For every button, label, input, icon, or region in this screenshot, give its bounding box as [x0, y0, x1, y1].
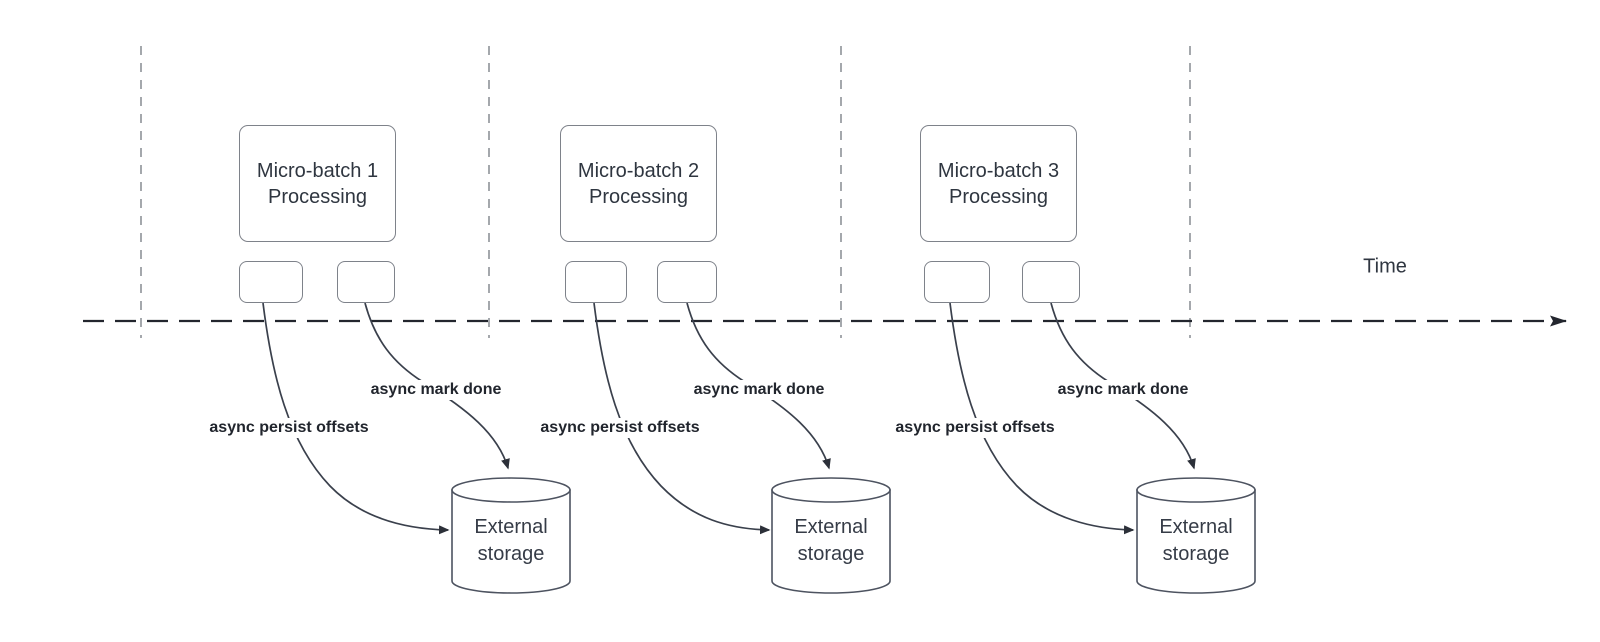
- persist-offsets-task-box-2: [565, 261, 627, 303]
- persist-offsets-label-3: async persist offsets: [892, 418, 1058, 438]
- persist-offsets-label-2: async persist offsets: [537, 418, 703, 438]
- time-axis-label: Time: [1363, 255, 1407, 278]
- mark-done-task-box-3: [1022, 261, 1080, 303]
- mark-done-label-1: async mark done: [367, 380, 505, 400]
- persist-offsets-task-box-1: [239, 261, 303, 303]
- persist-offsets-arrow-2: [593, 302, 771, 535]
- storage-cylinder-3: [1136, 477, 1256, 594]
- external-storage-label-3: External storage: [1159, 516, 1233, 565]
- storage-cylinder-2: [771, 477, 891, 594]
- persist-offsets-task-box-3: [924, 261, 990, 303]
- external-storage-label-1: External storage: [474, 516, 548, 565]
- mark-done-label-3: async mark done: [1054, 380, 1192, 400]
- storage-cylinder-1: [451, 477, 571, 594]
- external-storage-label-2: External storage: [794, 516, 868, 565]
- persist-offsets-arrow-1: [262, 302, 450, 535]
- persist-offsets-arrow-3: [949, 302, 1135, 535]
- mark-done-task-box-1: [337, 261, 395, 303]
- persist-offsets-label-1: async persist offsets: [206, 418, 372, 438]
- mark-done-label-2: async mark done: [690, 380, 828, 400]
- micro-batch-box-3: Micro-batch 3 Processing: [920, 125, 1077, 242]
- micro-batch-box-2-label: Micro-batch 2 Processing: [577, 159, 700, 208]
- micro-batch-box-1-label: Micro-batch 1 Processing: [256, 159, 379, 208]
- micro-batch-box-2: Micro-batch 2 Processing: [560, 125, 717, 242]
- micro-batch-box-3-label: Micro-batch 3 Processing: [937, 159, 1060, 208]
- mark-done-task-box-2: [657, 261, 717, 303]
- micro-batch-box-1: Micro-batch 1 Processing: [239, 125, 396, 242]
